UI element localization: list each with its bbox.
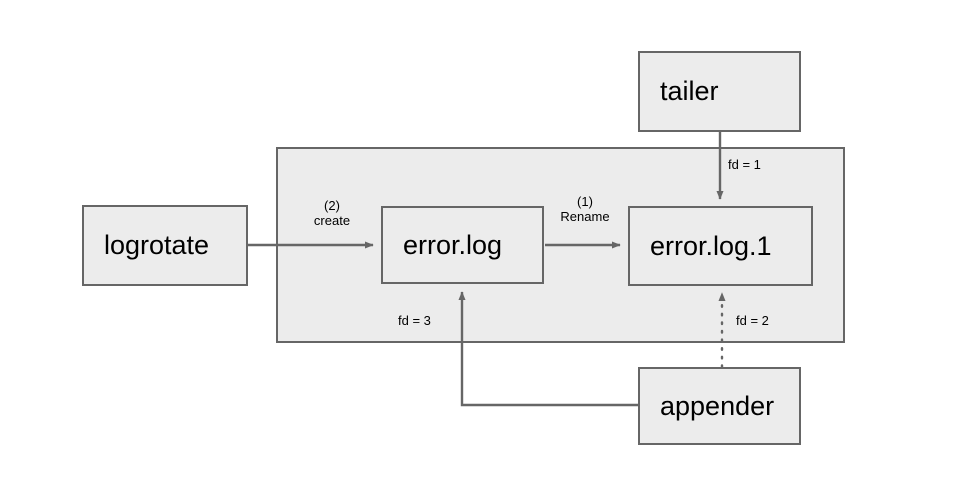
node-error-log[interactable]: error.log — [381, 206, 544, 284]
node-tailer-label: tailer — [660, 76, 719, 106]
node-appender-label: appender — [660, 390, 775, 421]
node-logrotate-label: logrotate — [104, 230, 210, 260]
node-error-log-1-label: error.log.1 — [650, 230, 772, 261]
node-logrotate[interactable]: logrotate — [82, 205, 248, 286]
node-error-log-label: error.log — [403, 229, 503, 260]
node-tailer[interactable]: tailer — [638, 51, 801, 132]
edge-fd3-line — [458, 291, 638, 407]
node-error-log-1[interactable]: error.log.1 — [628, 206, 813, 286]
node-appender[interactable]: appender — [638, 367, 801, 445]
